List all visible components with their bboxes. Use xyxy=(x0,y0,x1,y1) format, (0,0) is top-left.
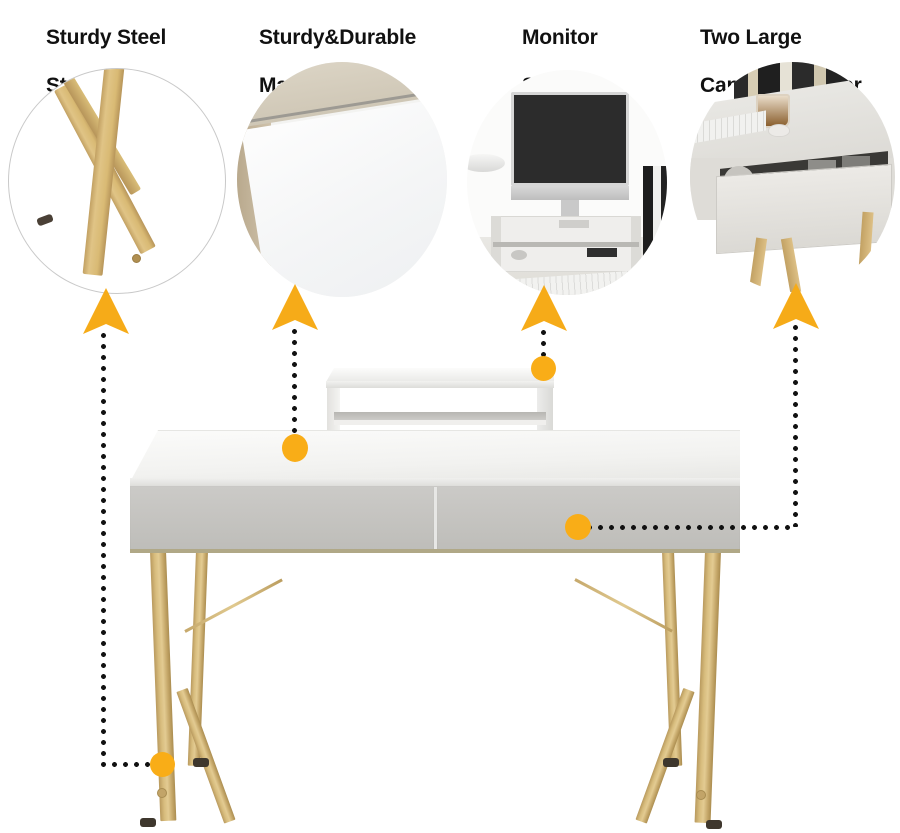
connector-line-steel-horizontal xyxy=(101,762,164,767)
desktop-surface xyxy=(130,430,740,482)
connector-line-steel-vertical xyxy=(101,333,106,765)
desk-bottom-rail xyxy=(130,549,740,553)
caption-line-1: Sturdy&Durable xyxy=(259,26,417,49)
desk-leg-left-diagonal xyxy=(176,687,236,824)
desk-foot-rear-right xyxy=(663,758,679,767)
drawer-front-left xyxy=(131,487,433,550)
detail-image-drawer-scene xyxy=(690,62,895,292)
desk-leg-screw-right xyxy=(696,790,706,800)
detail-image-monitor-scene xyxy=(467,70,667,295)
book-stack xyxy=(643,166,667,274)
detail-image-desktop-panel xyxy=(237,62,447,297)
callout-arrow-two-large-capacity-drawer xyxy=(773,283,819,331)
desk-leg-screw-left xyxy=(157,788,167,798)
hotspot-dot-durable-material xyxy=(282,434,308,462)
hotspot-dot-monitor-stand xyxy=(531,356,556,381)
connector-line-material-vertical xyxy=(292,329,297,439)
detail-circle-two-large-capacity-drawer xyxy=(690,62,895,292)
leg-screw xyxy=(132,254,141,263)
desk-leg-front-right xyxy=(694,550,721,824)
connector-line-monitor-vertical xyxy=(541,330,546,358)
detail-circle-sturdy-durable-material xyxy=(237,62,447,297)
riser-top-surface xyxy=(326,368,554,382)
connector-line-drawer-horizontal xyxy=(587,525,795,530)
detail-circle-monitor-stand xyxy=(467,70,667,295)
riser-lower-shelf xyxy=(334,412,546,421)
riser-shelf-lip xyxy=(334,420,546,425)
riser-shelf xyxy=(493,242,639,247)
desk-foot-front-left xyxy=(140,818,156,827)
callout-arrow-monitor-stand xyxy=(521,285,567,333)
riser-item-notebook xyxy=(559,220,589,228)
desk-cross-brace-right xyxy=(574,578,673,633)
riser-leg-right xyxy=(537,388,553,434)
callout-arrow-sturdy-durable-material xyxy=(272,284,318,332)
desk-foot-rear-left xyxy=(193,758,209,767)
callout-arrow-sturdy-steel-structure xyxy=(83,288,129,336)
speaker-puck-icon xyxy=(467,154,505,172)
connector-line-drawer-vertical xyxy=(793,325,798,527)
drawer-divider xyxy=(434,487,437,550)
riser-top-edge xyxy=(326,381,554,388)
riser-leg-left xyxy=(327,388,340,434)
monitor-screen xyxy=(511,92,629,186)
hotspot-dot-steel-structure xyxy=(150,752,175,777)
desk-foot-front-right xyxy=(706,820,722,829)
detail-circle-sturdy-steel-structure xyxy=(8,68,226,294)
desk-leg-front-left xyxy=(150,550,177,822)
riser-item-mouse xyxy=(511,250,527,260)
monitor-neck xyxy=(561,200,579,218)
detail-image-steel-legs xyxy=(9,69,225,293)
caption-line-1: Two Large xyxy=(700,26,802,49)
riser-item-remote xyxy=(587,248,617,257)
desk-leg-right-diagonal xyxy=(635,687,695,824)
monitor-chin xyxy=(511,186,629,200)
hotspot-dot-drawer xyxy=(565,514,591,540)
caption-line-1: Monitor xyxy=(522,26,598,49)
caption-line-1: Sturdy Steel xyxy=(46,26,167,49)
mouse xyxy=(768,124,790,137)
